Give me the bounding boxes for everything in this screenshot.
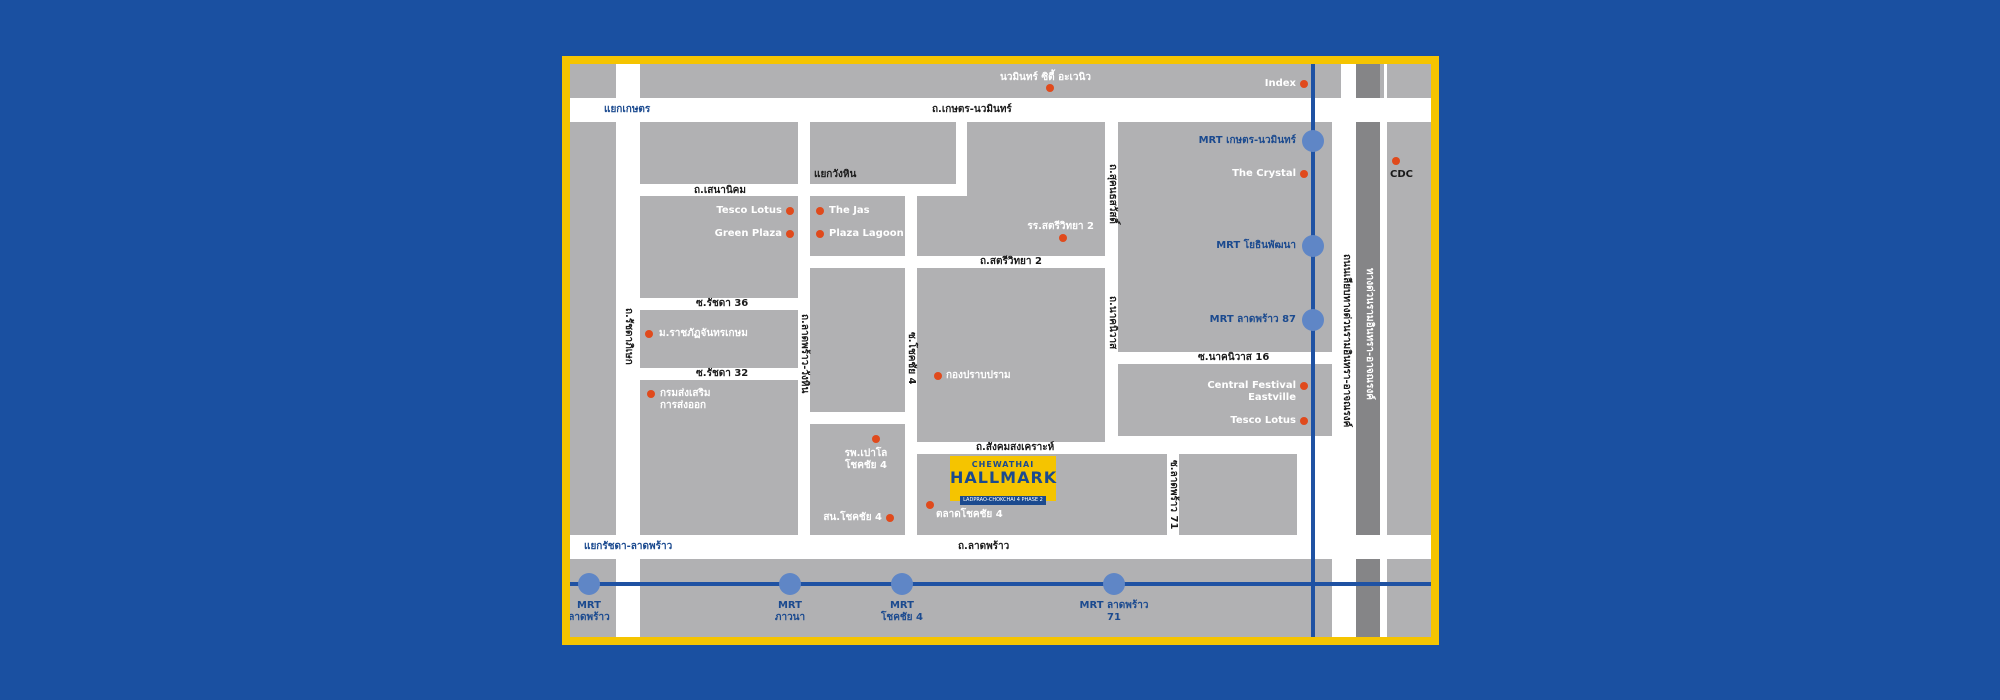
project-logo: CHEWATHAI HALLMARK LADPRAO-CHOKCHAI 4 PH…	[950, 456, 1058, 505]
poi-dot	[1300, 417, 1308, 425]
road-label: ซ.รัชดา 36	[696, 298, 749, 309]
road-label-vertical: ซ.โชคชัย 4	[906, 332, 917, 385]
block-expressway-bottom	[1356, 559, 1380, 637]
poi-dot	[926, 501, 934, 509]
block-bottom-left	[570, 559, 616, 637]
poi-dot	[1392, 157, 1400, 165]
poi-dot	[816, 230, 824, 238]
mrt-station-icon	[1302, 130, 1324, 152]
mrt-station-icon	[891, 573, 913, 595]
road-label: ถ.เสนานิคม	[694, 185, 746, 196]
logo-top-text: CHEWATHAI	[971, 460, 1035, 469]
block-right-upper	[1118, 122, 1332, 352]
block-left-strip	[570, 122, 616, 535]
block-a2	[810, 122, 956, 184]
road-label: ถ.ลาดพร้าว	[958, 541, 1010, 552]
road-label: ซ.นาคนิวาส 16	[1198, 352, 1270, 363]
place-label: Central Festival Eastville	[1207, 380, 1296, 403]
poi-dot	[872, 435, 880, 443]
station-label: MRT ลาดพร้าว	[570, 600, 610, 623]
road-label-vertical: ซ.ลาดพร้าว 71	[1168, 460, 1179, 530]
road-label-vertical: ถ.สุคนธสวัสดิ์	[1107, 164, 1118, 224]
mrt-station-icon	[779, 573, 801, 595]
place-label: รร.สตรีวิทยา 2	[1027, 221, 1094, 232]
map-frame: ถ.เกษตร-นวมินทร์ ถ.เสนานิคม ถ.สตรีวิทยา …	[562, 56, 1439, 645]
station-label: MRT ภาวนา	[774, 600, 806, 623]
block-top-main	[640, 64, 1341, 98]
block-e2	[1179, 454, 1297, 535]
place-label: Index	[1264, 78, 1296, 89]
place-label: CDC	[1390, 169, 1413, 180]
road-label: ถ.สังคมสงเคราะห์	[976, 442, 1055, 453]
station-label: MRT ลาดพร้าว 87	[1209, 314, 1296, 325]
place-label: Green Plaza	[714, 228, 782, 239]
intersection-label: แยกวังหิน	[814, 169, 857, 180]
block-d1	[640, 380, 798, 535]
poi-dot	[1300, 170, 1308, 178]
road-label: ถ.สตรีวิทยา 2	[980, 256, 1042, 267]
road-label-vertical: ถนนเลียบทางด่วนรามอินทรา-อาจณรงค์	[1341, 254, 1352, 428]
intersection-label: แยกเกษตร	[604, 104, 651, 115]
block-a3	[967, 122, 1105, 196]
block-bottom-right	[1387, 559, 1431, 637]
poi-dot	[786, 207, 794, 215]
mrt-station-icon	[1302, 235, 1324, 257]
mrt-station-icon	[1302, 309, 1324, 331]
poi-dot	[647, 390, 655, 398]
mrt-station-icon	[1103, 573, 1125, 595]
place-label: Tesco Lotus	[716, 205, 782, 216]
logo-sub-text: LADPRAO-CHOKCHAI 4 PHASE 2	[960, 496, 1046, 505]
place-label: สน.โชคชัย 4	[823, 512, 882, 523]
station-label: MRT ลาดพร้าว 71	[1079, 600, 1149, 623]
block-right-lower	[1118, 364, 1332, 436]
map-canvas: ถ.เกษตร-นวมินทร์ ถ.เสนานิคม ถ.สตรีวิทยา …	[570, 64, 1431, 637]
block-bottom-main	[640, 559, 1332, 637]
block-a3b	[917, 196, 1105, 256]
poi-dot	[1046, 84, 1054, 92]
road-label-vertical: ถ.นาคนิวาส	[1107, 296, 1118, 350]
logo-main-text: HALLMARK	[950, 468, 1058, 487]
poi-dot	[1300, 382, 1308, 390]
block-expressway-top	[1356, 64, 1380, 98]
place-label: The Crystal	[1232, 168, 1296, 179]
poi-dot	[886, 514, 894, 522]
block-far-right	[1387, 122, 1431, 535]
place-label: นวมินทร์ ซิตี้ อะเวนิว	[1000, 72, 1091, 83]
block-expressway	[1356, 122, 1380, 535]
place-label: Plaza Lagoon	[829, 228, 904, 239]
poi-dot	[1300, 80, 1308, 88]
poi-dot	[786, 230, 794, 238]
block-b2	[810, 196, 905, 256]
mrt-line-vertical	[1311, 64, 1315, 637]
place-label: กรมส่งเสริม การส่งออก	[660, 388, 711, 411]
station-label: MRT เกษตร-นวมินทร์	[1198, 135, 1296, 146]
place-label: The Jas	[829, 205, 870, 216]
block-c2	[810, 268, 905, 412]
block-b1	[640, 196, 798, 298]
mrt-station-icon	[578, 573, 600, 595]
poi-dot	[934, 372, 942, 380]
block-a1	[640, 122, 798, 184]
place-label: รพ.เปาโล โชคชัย 4	[844, 448, 888, 471]
intersection-label: แยกรัชดา-ลาดพร้าว	[584, 541, 673, 552]
place-label: ม.ราชภัฏจันทรเกษม	[659, 328, 748, 339]
road-label-vertical: ถ.รัชดาภิเษก	[623, 308, 634, 365]
road-label-vertical: ทางด่วนรามอินทรา-อาจณรงค์	[1364, 268, 1375, 400]
poi-dot	[816, 207, 824, 215]
block-c3	[917, 268, 1105, 442]
station-label: MRT โชคชัย 4	[881, 600, 923, 623]
mrt-line-horizontal	[570, 582, 1431, 586]
station-label: MRT โยธินพัฒนา	[1216, 240, 1296, 251]
place-label: กองปราบปราม	[946, 370, 1011, 381]
place-label: ตลาดโชคชัย 4	[936, 509, 1003, 520]
road-label-vertical: ถ.ลาดพร้าว-วังหิน	[799, 314, 810, 394]
place-label: Tesco Lotus	[1230, 415, 1296, 426]
block-top-far-right	[1387, 64, 1431, 98]
road-label: ถ.เกษตร-นวมินทร์	[932, 104, 1012, 115]
poi-dot	[1059, 234, 1067, 242]
block-c1	[640, 310, 798, 368]
poi-dot	[645, 330, 653, 338]
road-label: ซ.รัชดา 32	[696, 368, 749, 379]
block-top-left	[570, 64, 616, 98]
